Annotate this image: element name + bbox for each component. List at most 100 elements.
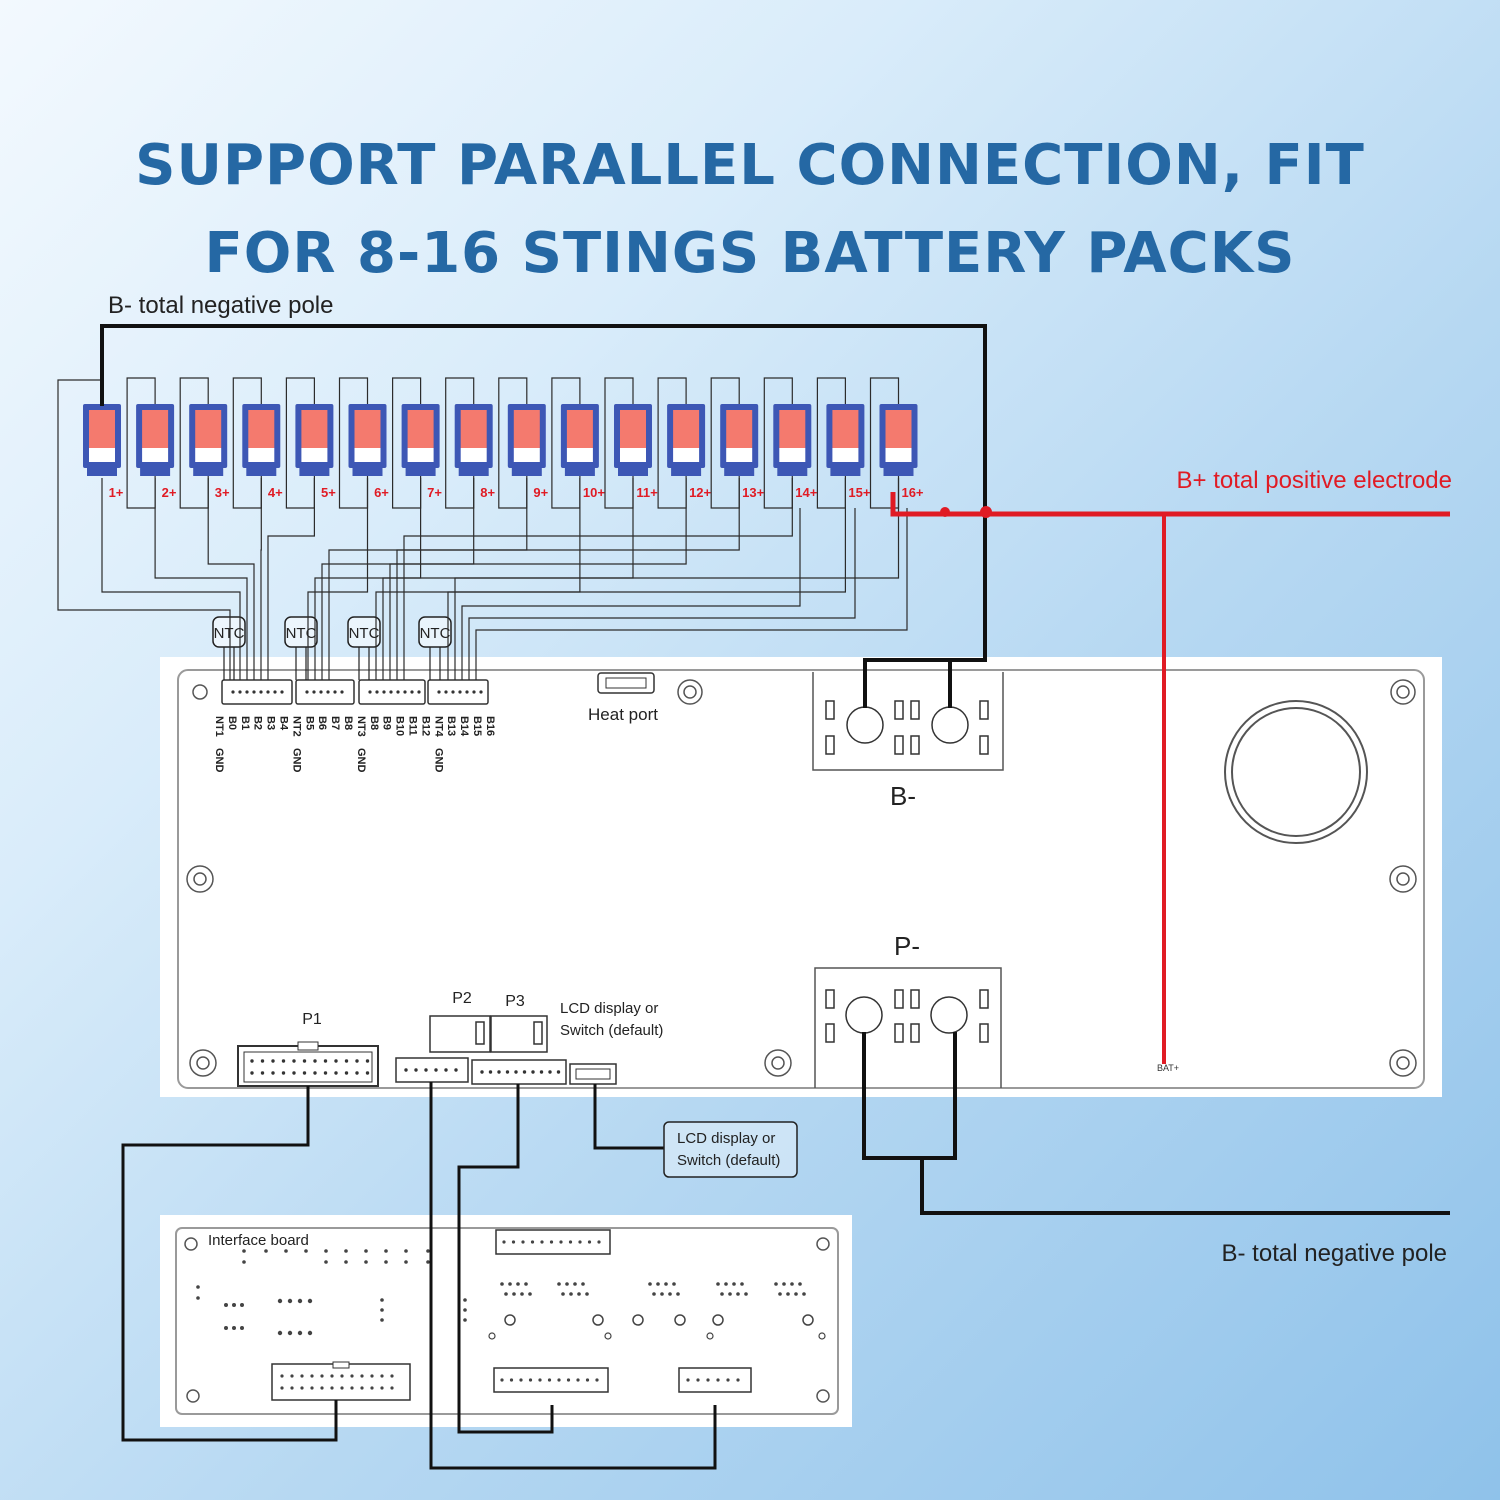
cell-label: 6+ <box>374 485 389 500</box>
cell-label: 2+ <box>162 485 177 500</box>
pin-label: NT2 <box>290 716 302 737</box>
cell-label: 16+ <box>901 485 923 500</box>
pin-label: NT4 <box>432 716 444 738</box>
mounting-holes <box>186 679 1417 1077</box>
ntc-label: NTC <box>214 625 245 642</box>
cell-label: 7+ <box>427 485 442 500</box>
page-title: SUPPORT PARALLEL CONNECTION, FIT FOR 8-1… <box>0 122 1500 298</box>
pin-label: NT1 <box>213 716 225 737</box>
ntc-label: NTC <box>349 625 380 642</box>
pin-label: B13 <box>445 716 457 736</box>
cell-label: 3+ <box>215 485 230 500</box>
p1-connector <box>237 1041 379 1087</box>
cell-label: 8+ <box>480 485 495 500</box>
p3-pins <box>480 1070 561 1074</box>
p-minus-terminal-label: P- <box>894 931 920 961</box>
p-minus-terminal-block <box>825 989 989 1043</box>
b-minus-terminal-label: B- <box>890 781 916 811</box>
heat-port-connector <box>597 672 655 694</box>
cell-label: 13+ <box>742 485 764 500</box>
pin-label: NT3 <box>355 716 367 737</box>
cell-label: 9+ <box>533 485 548 500</box>
pin-label: B14 <box>458 716 470 737</box>
pin-label: GND <box>290 748 302 773</box>
cell-label: 4+ <box>268 485 283 500</box>
pin-label: B9 <box>381 716 393 730</box>
pin-label: B8 <box>368 716 380 730</box>
balance-connectors <box>221 679 489 705</box>
negative-wires <box>100 324 1450 1215</box>
battery-cell: 13+ <box>720 404 765 500</box>
p2-connector <box>395 1015 491 1083</box>
battery-cell: 4+ <box>242 404 283 500</box>
battery-cell: 11+ <box>614 404 658 500</box>
ntc-label: NTC <box>286 625 317 642</box>
pin-label: GND <box>355 748 367 773</box>
pin-label: B2 <box>252 716 264 730</box>
lcd-callout-line-1: LCD display or <box>677 1130 775 1147</box>
battery-cell: 15+ <box>826 404 871 500</box>
ntc-sensors: NTC NTC NTC NTC <box>212 616 452 680</box>
p3-connector <box>471 1015 567 1085</box>
lcd-callout-line-2: Switch (default) <box>677 1152 780 1169</box>
cell-label: 11+ <box>636 485 658 500</box>
ntc-sensor: NTC <box>347 616 381 680</box>
battery-cell: 9+ <box>507 404 549 500</box>
b-minus-terminal-block <box>825 700 989 755</box>
cell-label: 5+ <box>321 485 336 500</box>
pin-label: B8 <box>342 716 354 730</box>
cell-label: 12+ <box>689 485 711 500</box>
battery-cells: 1+ 2+ 3+ 4+ 5+ 6+ 7+ 8+ 9+ 10+ 11+ 12+ 13+ 14+ 15+ 16+ <box>83 404 924 500</box>
pin-label: B12 <box>419 716 431 736</box>
battery-cell: 16+ <box>879 404 924 500</box>
pin-label: B3 <box>265 716 277 730</box>
pin-label: B4 <box>278 716 290 731</box>
lcd-connector <box>569 1063 617 1085</box>
p1-label: P1 <box>302 1011 322 1028</box>
battery-cell: 12+ <box>667 404 712 500</box>
large-round-component <box>1224 700 1368 844</box>
pin-label: B15 <box>471 716 483 736</box>
battery-cell: 1+ <box>83 404 124 500</box>
battery-cell: 7+ <box>401 404 442 500</box>
b-minus-top-label: B- total negative pole <box>108 292 333 319</box>
title-line-1: SUPPORT PARALLEL CONNECTION, FIT <box>135 133 1365 198</box>
p2-pins <box>404 1068 458 1072</box>
pin-label: B1 <box>239 716 251 730</box>
battery-cell: 5+ <box>295 404 336 500</box>
cell-label: 14+ <box>795 485 817 500</box>
interface-board-components <box>196 1240 826 1390</box>
sense-wires <box>57 377 908 680</box>
interface-board <box>160 1215 852 1427</box>
p2-label: P2 <box>452 990 472 1007</box>
battery-cell: 14+ <box>773 404 818 500</box>
b-plus-label: B+ total positive electrode <box>1177 467 1453 494</box>
cell-label: 10+ <box>583 485 605 500</box>
pin-label: GND <box>213 748 225 773</box>
pin-label: B16 <box>484 716 496 736</box>
battery-cell: 8+ <box>454 404 496 500</box>
lcd-port-label-line-1: LCD display or <box>560 1000 658 1017</box>
pin-label: GND <box>432 748 444 773</box>
pin-label: B0 <box>226 716 238 730</box>
lcd-callout-box: LCD display or Switch (default) <box>663 1121 798 1178</box>
cell-label: 1+ <box>109 485 124 500</box>
battery-cell: 3+ <box>189 404 230 500</box>
pin-label: B5 <box>303 716 315 730</box>
p3-label: P3 <box>505 993 525 1010</box>
interface-cables <box>121 1082 717 1470</box>
title-line-2: FOR 8-16 STINGS BATTERY PACKS <box>204 221 1296 286</box>
cell-label: 15+ <box>848 485 870 500</box>
ntc-sensor: NTC <box>284 616 318 680</box>
battery-cell: 10+ <box>560 404 605 500</box>
pin-label: B7 <box>329 716 341 730</box>
bat-plus-label: BAT+ <box>1157 1063 1179 1073</box>
p1-pins <box>250 1059 370 1075</box>
ntc-label: NTC <box>420 625 451 642</box>
ntc-sensor: NTC <box>212 616 246 680</box>
heat-port-label: Heat port <box>588 705 658 724</box>
ntc-sensor: NTC <box>418 616 452 680</box>
pin-label: B10 <box>394 716 406 736</box>
